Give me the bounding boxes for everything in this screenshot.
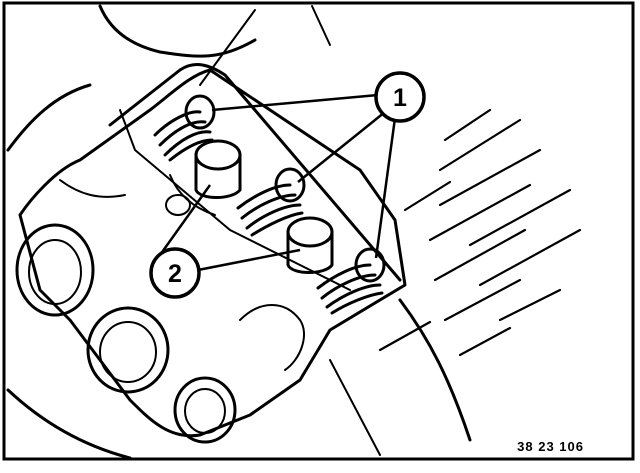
callout-2-leaders: [158, 184, 301, 272]
spring-lower: [316, 247, 386, 315]
housing-outline: [6, 4, 472, 460]
frame-border: [2, 1, 635, 461]
callout-1-label: 1: [393, 84, 407, 112]
callout-2-label: 2: [168, 260, 182, 288]
callout-1-leaders: [211, 93, 397, 259]
figure-reference-number: 38 23 106: [517, 439, 584, 454]
spring-top: [153, 94, 216, 162]
spring-middle: [236, 167, 306, 237]
callout-2: 2: [149, 247, 201, 299]
piston-upper: [194, 139, 242, 199]
valve-block: [15, 63, 407, 444]
piston-lower: [286, 216, 334, 274]
callout-1: 1: [374, 71, 426, 123]
shading-hatch: [378, 108, 582, 357]
